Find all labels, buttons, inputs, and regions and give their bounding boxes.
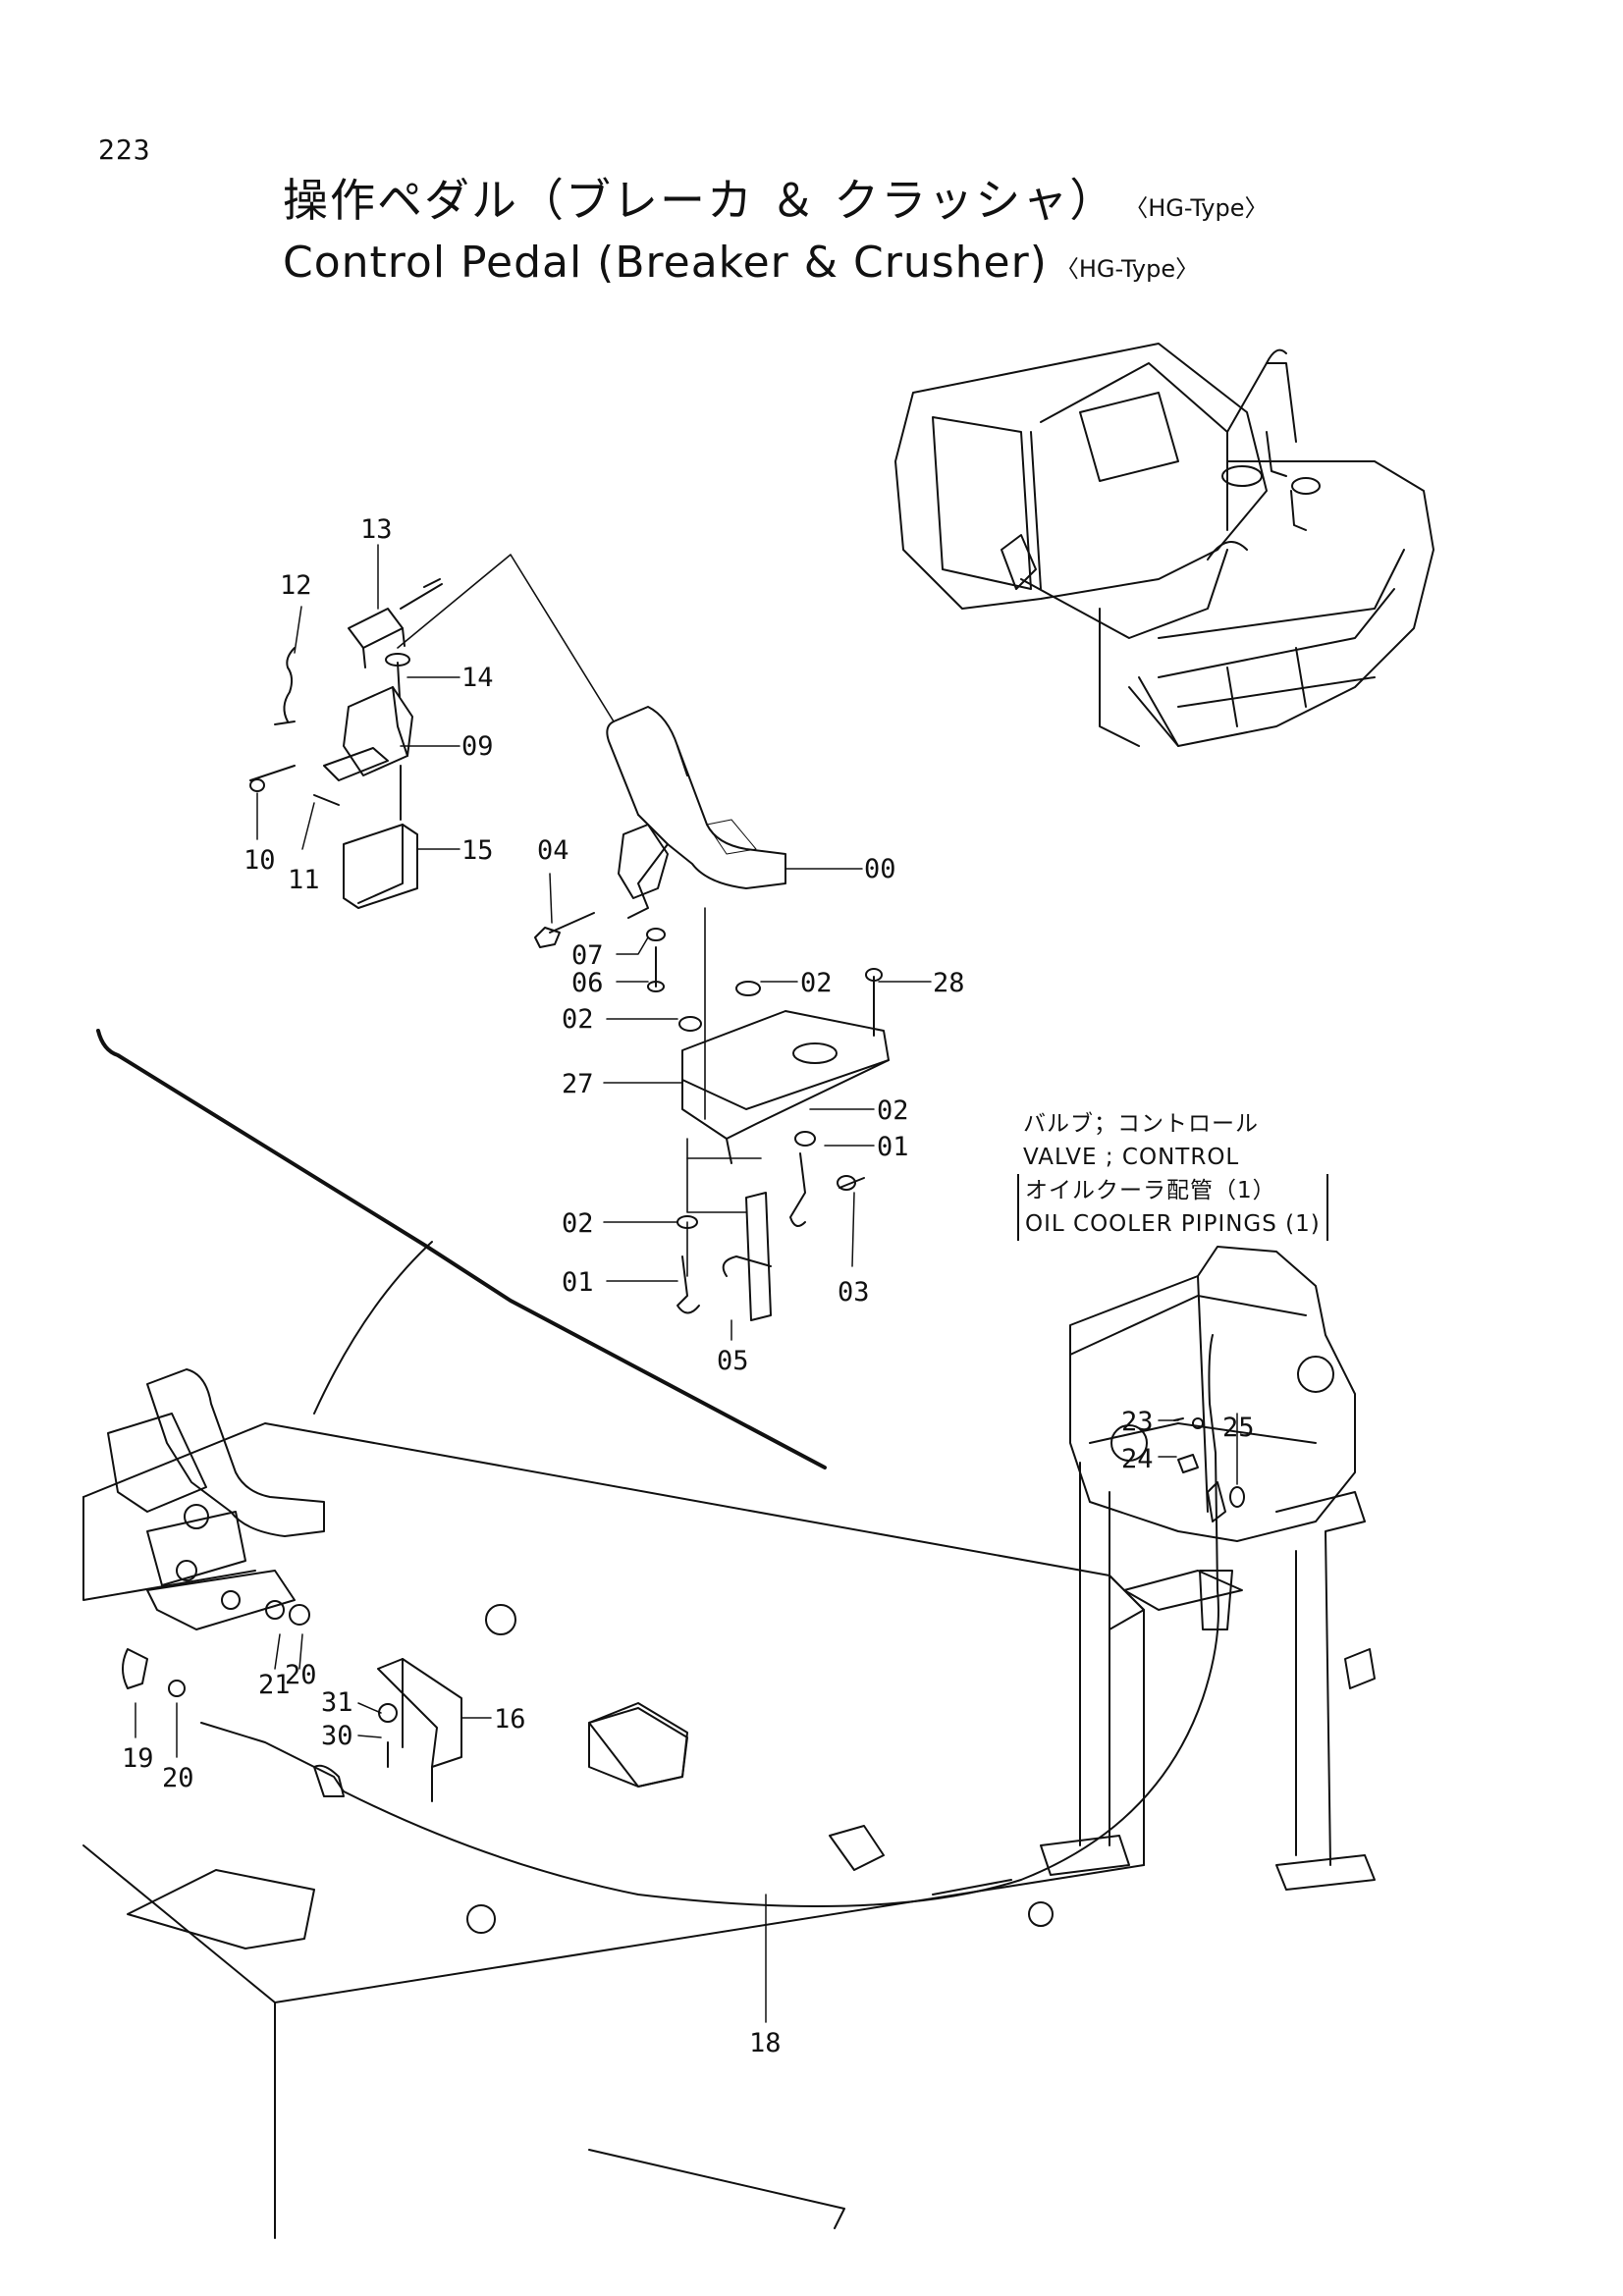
callout-02-d: 02 — [562, 1208, 594, 1239]
detail-boundary — [313, 1241, 433, 1415]
pedal-assembly-installed — [107, 1368, 325, 1697]
callout-19: 19 — [122, 1743, 154, 1774]
callout-00: 00 — [864, 854, 896, 884]
callout-05: 05 — [717, 1346, 749, 1376]
callout-numbers: 13 12 14 09 10 11 15 04 00 07 06 02 28 0… — [122, 514, 1255, 2058]
valve-ref-jp: オイルクーラ配管（1） — [1025, 1178, 1276, 1203]
callout-12: 12 — [280, 570, 312, 601]
callout-23: 23 — [1121, 1407, 1154, 1437]
callout-leaders — [135, 544, 1238, 2023]
callout-30: 30 — [321, 1721, 353, 1751]
bracket-plate — [678, 968, 890, 1164]
callout-04: 04 — [537, 835, 569, 866]
callout-28: 28 — [933, 968, 965, 998]
callout-20-a: 20 — [285, 1660, 317, 1690]
page-number: 223 — [98, 133, 151, 166]
control-valve — [1040, 1246, 1376, 1891]
callout-02-c: 02 — [877, 1095, 909, 1126]
callout-10: 10 — [243, 845, 276, 876]
title-en: Control Pedal (Breaker & Crusher) — [283, 238, 1048, 288]
callout-09: 09 — [461, 731, 494, 762]
link-rods — [676, 1131, 865, 1321]
separator-curve — [96, 1029, 827, 1469]
callout-16: 16 — [494, 1704, 526, 1735]
callout-15: 15 — [461, 835, 494, 866]
control-cable — [200, 1334, 1233, 1907]
callout-06: 06 — [571, 968, 604, 998]
callout-11: 11 — [288, 865, 320, 895]
callout-07: 07 — [571, 940, 604, 971]
title-en-row: Control Pedal (Breaker & Crusher) 〈HG-Ty… — [283, 230, 1268, 288]
valve-ref-en: OIL COOLER PIPINGS (1) — [1025, 1211, 1321, 1237]
callout-02-a: 02 — [800, 968, 833, 998]
title-block: 操作ペダル（ブレーカ ＆ クラッシャ） 〈HG-Type〉 Control Pe… — [283, 165, 1268, 288]
callout-20-b: 20 — [162, 1763, 194, 1793]
callout-31: 31 — [321, 1687, 353, 1718]
cable-bracket — [377, 1658, 462, 1802]
callout-27: 27 — [562, 1069, 594, 1099]
callout-03: 03 — [838, 1277, 870, 1308]
valve-reference-note: バルブ；コントロール VALVE ; CONTROL オイルクーラ配管（1） O… — [1017, 1107, 1328, 1241]
type-tag-en: 〈HG-Type〉 — [1055, 255, 1200, 283]
callout-25: 25 — [1222, 1413, 1255, 1443]
callout-14: 14 — [461, 663, 494, 693]
leader-lines — [397, 554, 762, 1277]
type-tag-jp: 〈HG-Type〉 — [1124, 194, 1269, 222]
excavator-overview-illustration — [894, 343, 1434, 747]
switch-assembly — [249, 578, 443, 909]
title-jp-row: 操作ペダル（ブレーカ ＆ クラッシャ） 〈HG-Type〉 — [283, 165, 1268, 230]
callout-01-b: 01 — [562, 1267, 594, 1298]
callout-21: 21 — [258, 1670, 291, 1700]
valve-reference-bracket: オイルクーラ配管（1） OIL COOLER PIPINGS (1) — [1017, 1174, 1328, 1241]
pedal-assembly — [534, 706, 786, 992]
title-jp: 操作ペダル（ブレーカ ＆ クラッシャ） — [283, 174, 1117, 227]
callout-18: 18 — [749, 2028, 782, 2058]
callout-01-a: 01 — [877, 1132, 909, 1162]
callout-24: 24 — [1121, 1444, 1154, 1474]
valve-name-jp: バルブ；コントロール — [1023, 1111, 1259, 1137]
valve-name-en: VALVE ; CONTROL — [1023, 1145, 1240, 1170]
callout-13: 13 — [360, 514, 393, 545]
callout-02-b: 02 — [562, 1004, 594, 1035]
